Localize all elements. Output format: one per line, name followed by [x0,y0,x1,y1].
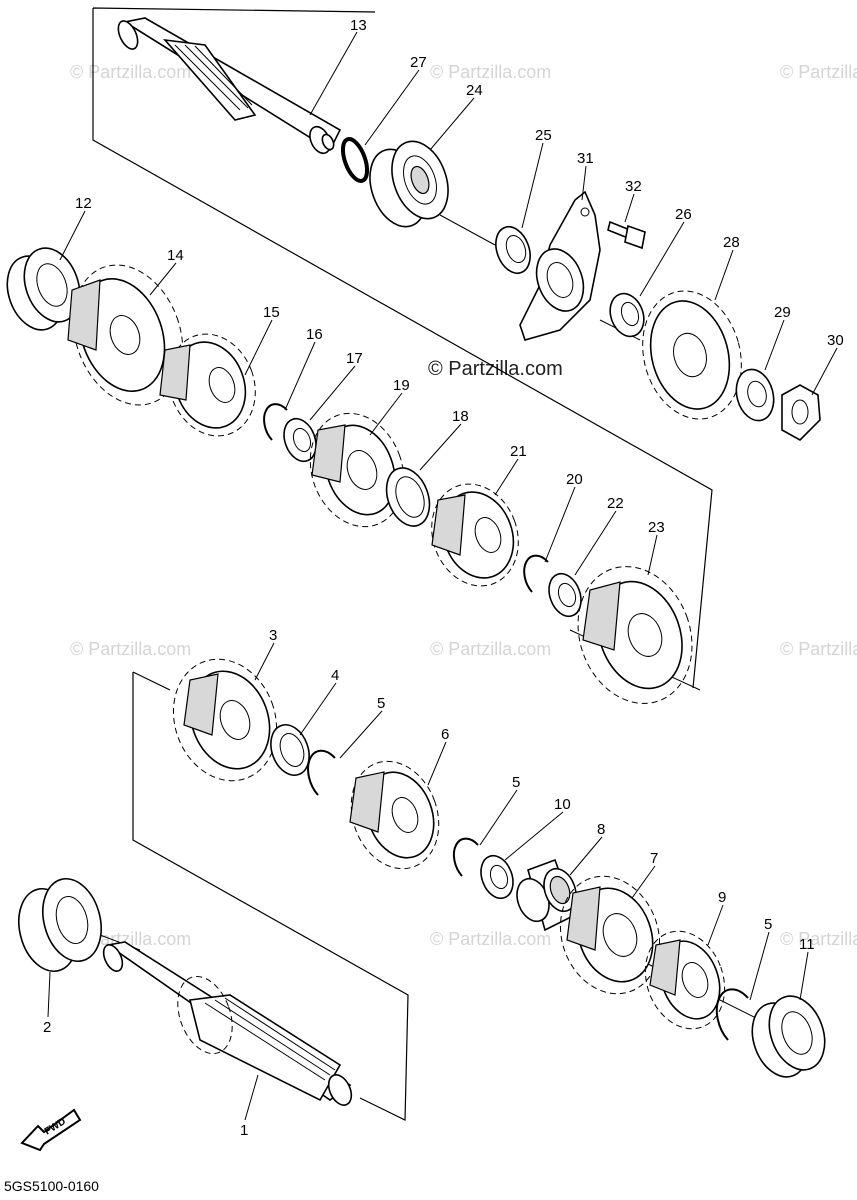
gear-part-15 [159,333,256,437]
callout-labels: 13 27 24 25 31 32 26 28 12 14 15 16 17 1… [43,17,844,1139]
callout-label: 13 [350,17,367,34]
callout-label: 1 [240,1122,248,1139]
callout-label: 4 [331,667,339,684]
washer-part-18 [385,467,431,527]
callout-label: 22 [607,495,624,512]
callout-label: 31 [577,150,594,167]
watermark: © Partzilla.com [70,639,191,659]
watermark: © Partzilla.com [430,639,551,659]
watermark: © Partzilla.com [780,639,857,659]
watermark-layer: © Partzilla.com © Partzilla.com © Partzi… [70,62,857,949]
watermark: © Partzilla.com [430,929,551,949]
bolt-part-32 [607,220,646,250]
lock-washer-part-29 [735,368,775,422]
bearing-part-24 [369,140,449,228]
callout-label: 12 [75,195,92,212]
callout-label: 25 [535,127,552,144]
bearing-part-8 [516,858,577,932]
callout-label: 9 [718,889,726,906]
gear-part-19 [309,412,405,528]
callout-label: 5 [512,774,520,791]
plate-part-31 [519,190,601,341]
bearing-part-11 [751,995,826,1078]
watermark: © Partzilla.com [70,62,191,82]
callout-label: 15 [263,304,280,321]
o-ring-part-27 [340,137,370,183]
drive-axle-part-1 [102,941,353,1106]
washer-part-26 [609,292,645,338]
circlip-part-5 [715,988,749,1041]
washer-part-10 [480,854,514,900]
callout-label: 5 [764,916,772,933]
callout-label: 8 [597,821,605,838]
circlip-part-20 [523,554,549,593]
watermark: © Partzilla.com [430,62,551,82]
circlip-part-5 [307,749,336,796]
callout-label: 3 [269,627,277,644]
callout-label: 6 [441,726,449,743]
gear-part-21 [431,483,519,587]
gear-part-23 [577,566,693,704]
assembly-frames [92,7,713,1121]
callout-label: 24 [466,82,483,99]
main-axle [117,17,342,155]
gear-part-6 [349,760,440,870]
diagram-code: 5GS5100-0160 [4,1178,99,1194]
circlip-part-16 [263,403,288,441]
callout-label: 17 [346,350,363,367]
washer-part-17 [283,417,317,463]
callout-label: 21 [510,443,527,460]
gear-part-3 [172,658,278,782]
callout-label: 27 [410,54,427,71]
callout-label: 7 [650,850,658,867]
callout-label: 2 [43,1019,51,1036]
bearing-part-12 [6,247,81,331]
callout-label: 16 [306,326,323,343]
watermark-center: © Partzilla.com [428,358,563,380]
circlip-part-5 [452,837,479,877]
callout-label: 28 [723,234,740,251]
callout-label: 14 [167,247,184,264]
callout-label: 23 [648,519,665,536]
callout-label: 18 [452,408,469,425]
callout-label: 5 [377,695,385,712]
callout-label: 32 [625,178,642,195]
sprocket-part-28 [642,290,742,420]
seal-part-25 [495,225,531,275]
gear-part-9 [644,930,726,1030]
leader-lines [47,31,838,1121]
nut-part-30 [781,384,821,441]
gear-part-14 [67,264,184,406]
callout-label: 19 [393,377,410,394]
watermark: © Partzilla.com [780,929,857,949]
callout-label: 26 [675,206,692,223]
bearing-part-2 [18,877,102,973]
washer-part-22 [548,572,582,618]
fwd-arrow-icon: FWD [20,1108,82,1152]
callout-label: 30 [827,332,844,349]
callout-label: 10 [554,796,571,813]
gear-part-7 [559,875,661,995]
washer-part-4 [270,724,310,776]
callout-label: 11 [799,936,815,953]
callout-label: 20 [566,471,583,488]
callout-label: 29 [774,304,791,321]
watermark: © Partzilla.com [780,62,857,82]
